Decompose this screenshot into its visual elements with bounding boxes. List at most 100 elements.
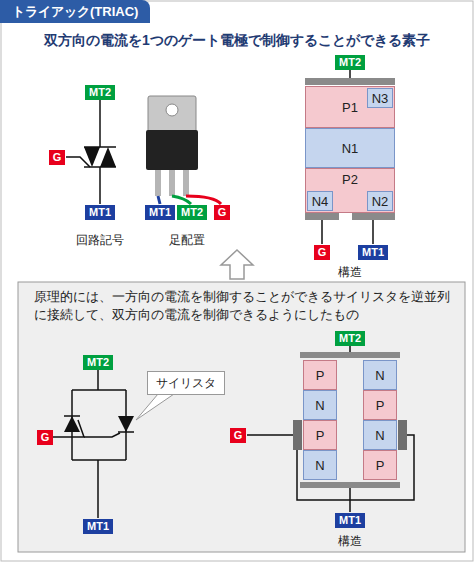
- semiconductor-layer: N: [303, 390, 337, 420]
- lead: [169, 170, 175, 196]
- thyristor-symbol: [64, 416, 80, 432]
- label-text: MT1: [339, 514, 361, 526]
- label-text: MT2: [339, 332, 361, 344]
- thyristor-symbol: [118, 416, 134, 432]
- electrode: [352, 213, 395, 220]
- label-text: MT2: [89, 86, 111, 98]
- semiconductor-layer: N: [303, 450, 337, 480]
- terminal-label: G: [37, 430, 54, 445]
- terminal-label: G: [214, 205, 231, 220]
- lead: [155, 170, 161, 196]
- semiconductor-layer: N2: [367, 191, 393, 211]
- label-text: G: [234, 429, 243, 441]
- caption: 足配置: [169, 232, 205, 249]
- terminal-label: MT2: [85, 85, 115, 100]
- label-text: MT2: [181, 206, 203, 218]
- label-text: P: [316, 368, 325, 383]
- triac-symbol: [66, 100, 116, 204]
- electrode: [300, 482, 400, 488]
- terminal-label: MT1: [358, 245, 388, 260]
- semiconductor-layer: N1: [305, 128, 395, 168]
- label-text: サイリスタ: [156, 376, 216, 390]
- label-text: P: [376, 458, 385, 473]
- label-text: N: [375, 428, 384, 443]
- label-text: N: [315, 398, 324, 413]
- terminal-label: MT2: [177, 205, 207, 220]
- semiconductor-layer: P2N4 N2: [305, 168, 395, 213]
- description: 原理的には、一方向の電流を制御することができるサイリスタを逆並列に接続して、双方…: [34, 288, 454, 324]
- semiconductor-layer: N4: [307, 191, 333, 211]
- label-text: P2: [342, 172, 358, 187]
- wire: [97, 370, 99, 390]
- callout-box: サイリスタ: [147, 371, 225, 395]
- caption: 構造: [338, 264, 362, 281]
- semiconductor-layer: P: [363, 450, 397, 480]
- label-text: N: [315, 458, 324, 473]
- description: 双方向の電流を1つのゲート電極で制御することができる素子: [20, 31, 454, 51]
- terminal-label: MT2: [335, 331, 365, 346]
- wire: [72, 389, 126, 391]
- semiconductor-layer: P1 N3: [305, 86, 395, 128]
- label-text: P1: [342, 100, 358, 115]
- label-text: G: [318, 246, 327, 258]
- hollow-arrow: [221, 250, 253, 279]
- header-tab: トライアック(TRIAC): [0, 0, 150, 23]
- electrode: [300, 352, 400, 358]
- terminal-label: G: [314, 245, 331, 260]
- semiconductor-layer: P: [303, 420, 337, 450]
- wire: [349, 69, 351, 78]
- terminal-label: MT1: [335, 513, 365, 528]
- wire: [99, 167, 101, 204]
- semiconductor-layer: P: [303, 360, 337, 390]
- label-text: MT1: [149, 206, 171, 218]
- semiconductor-layer: N3: [367, 88, 393, 108]
- label-text: MT1: [89, 206, 111, 218]
- triangle: [84, 147, 100, 167]
- semiconductor-layer: N: [363, 360, 397, 390]
- lead: [183, 170, 189, 196]
- electrode: [305, 78, 395, 85]
- package-tab: [148, 96, 196, 134]
- terminal-label: MT2: [83, 355, 113, 370]
- electrode: [305, 213, 339, 220]
- caption: 構造: [338, 533, 362, 550]
- pin-wire: [186, 196, 221, 204]
- label-text: P: [316, 428, 325, 443]
- gate-electrode: [398, 420, 407, 450]
- label-text: G: [218, 206, 227, 218]
- label-text: MT1: [87, 520, 109, 532]
- wire: [372, 220, 374, 244]
- triangle: [100, 147, 116, 167]
- gate-wire: [84, 433, 120, 437]
- label-text: N3: [372, 91, 389, 106]
- terminal-label: MT2: [335, 55, 365, 70]
- label-text: N: [375, 368, 384, 383]
- terminal-label: MT1: [85, 205, 115, 220]
- gate-wire: [66, 157, 90, 167]
- pin-wire: [158, 196, 160, 204]
- terminal-label: G: [49, 150, 66, 165]
- label-text: G: [53, 151, 62, 163]
- label-text: N4: [312, 194, 329, 209]
- terminal-label: MT1: [83, 519, 113, 534]
- wire: [349, 345, 351, 352]
- wire: [321, 220, 323, 244]
- package-body: [146, 130, 198, 170]
- label-text: MT1: [362, 246, 384, 258]
- label-text: P: [376, 398, 385, 413]
- caption: 回路記号: [76, 232, 124, 249]
- label-text: G: [41, 431, 50, 443]
- mount-hole: [166, 104, 178, 116]
- semiconductor-layer: P: [363, 390, 397, 420]
- wire: [99, 100, 101, 147]
- panel: [18, 282, 465, 552]
- wire: [97, 460, 99, 518]
- label-text: MT2: [87, 356, 109, 368]
- label-text: N1: [342, 141, 359, 156]
- wire: [72, 459, 126, 461]
- terminal-label: MT1: [145, 205, 175, 220]
- semiconductor-layer: N: [363, 420, 397, 450]
- label-text: N2: [372, 194, 389, 209]
